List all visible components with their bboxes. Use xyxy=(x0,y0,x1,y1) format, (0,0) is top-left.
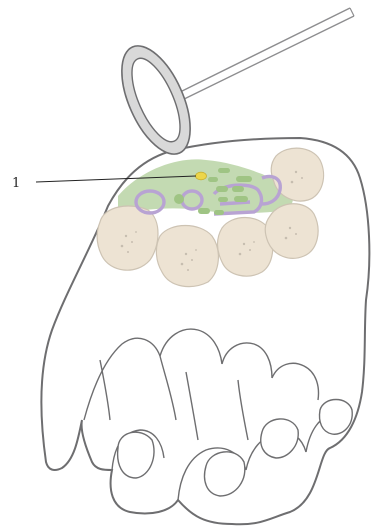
bone-4 xyxy=(265,204,318,259)
bone-2 xyxy=(156,226,218,287)
needle xyxy=(172,8,354,103)
bone-3 xyxy=(218,218,273,277)
label-1: 1 xyxy=(12,176,20,191)
ring-instrument xyxy=(108,36,205,164)
target-nerve-marker xyxy=(196,172,207,180)
bone-1 xyxy=(97,206,158,270)
